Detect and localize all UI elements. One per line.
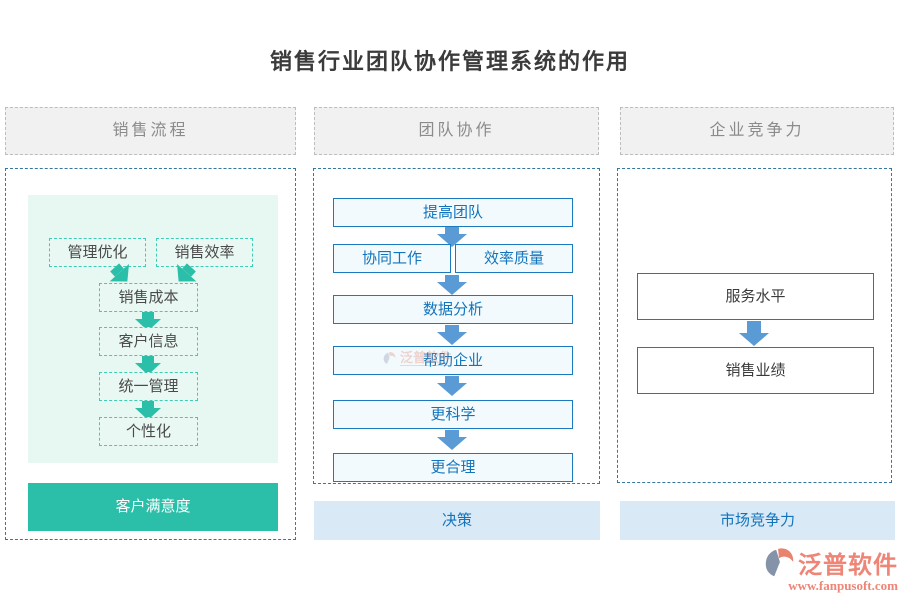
node-unified-management: 统一管理 — [99, 372, 198, 401]
column-header-team-collaboration: 团队协作 — [314, 107, 599, 155]
arrow-down-icon — [437, 376, 467, 396]
node-collaborative-work: 协同工作 — [333, 244, 451, 273]
brand-name: 泛普软件 — [798, 553, 898, 579]
result-market-competitiveness: 市场竞争力 — [620, 501, 895, 540]
node-data-analysis: 数据分析 — [333, 295, 573, 324]
result-customer-satisfaction: 客户满意度 — [28, 483, 278, 531]
page-title: 销售行业团队协作管理系统的作用 — [269, 49, 630, 74]
node-service-level: 服务水平 — [637, 273, 874, 320]
result-decision-making: 决策 — [314, 501, 600, 540]
arrow-down-icon — [437, 227, 467, 247]
arrow-down-icon — [739, 321, 769, 346]
sales-process-column: 管理优化 销售效率 销售成本 客户信息 统一管理 个性化 客户满意度 — [5, 168, 296, 540]
arrow-down-icon — [437, 430, 467, 450]
node-sales-performance: 销售业绩 — [637, 347, 874, 394]
brand-logo: 泛普软件 www.fanpusoft.com — [748, 545, 898, 594]
brand-site-url: www.fanpusoft.com — [788, 578, 898, 593]
node-sales-cost: 销售成本 — [99, 283, 198, 312]
node-improve-team: 提高团队 — [333, 198, 573, 227]
brand-logo-icon — [383, 351, 396, 364]
brand-logo-icon — [765, 547, 794, 576]
arrow-down-icon — [437, 275, 467, 295]
node-management-optimization: 管理优化 — [49, 238, 146, 267]
column-header-sales-process: 销售流程 — [5, 107, 296, 155]
node-sales-efficiency: 销售效率 — [156, 238, 253, 267]
team-collaboration-column: 提高团队 协同工作 效率质量 数据分析 泛普软件 帮助企业 更科学 更合理 — [313, 168, 600, 484]
node-customer-info: 客户信息 — [99, 327, 198, 356]
node-more-reasonable: 更合理 — [333, 453, 573, 482]
node-personalization: 个性化 — [99, 417, 198, 446]
node-efficiency-quality: 效率质量 — [455, 244, 573, 273]
node-help-enterprise-label: 帮助企业 — [422, 352, 483, 369]
column-header-enterprise-competitiveness: 企业竞争力 — [620, 107, 894, 155]
node-more-scientific: 更科学 — [333, 400, 573, 429]
arrow-down-icon — [437, 325, 467, 345]
enterprise-competitiveness-column: 服务水平 销售业绩 — [617, 168, 892, 483]
node-help-enterprise: 泛普软件 帮助企业 — [333, 346, 573, 375]
